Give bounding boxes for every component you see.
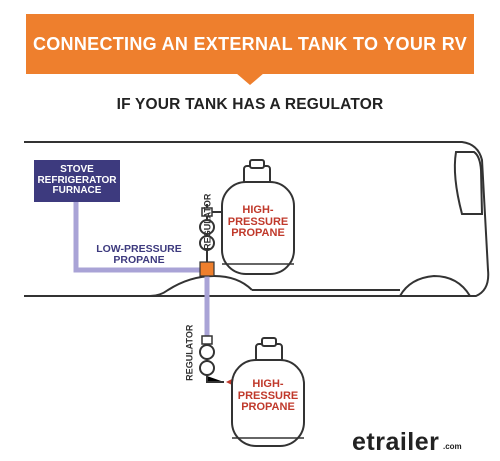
appliances-box: STOVE REFRIGERATOR FURNACE xyxy=(34,160,120,202)
regulator-upper xyxy=(199,204,224,262)
regulator-label-upper: REGULATOR xyxy=(202,193,213,250)
banner-title: CONNECTING AN EXTERNAL TANK TO YOUR RV xyxy=(26,14,474,74)
appliance-stove: STOVE xyxy=(60,164,94,176)
subtitle: IF YOUR TANK HAS A REGULATOR xyxy=(116,96,384,113)
high-pressure-label-upper: HIGH- PRESSURE PROPANE xyxy=(227,204,289,240)
propane-tank-lower xyxy=(231,337,305,447)
low-pressure-line xyxy=(73,202,204,273)
rear-wheel-arch xyxy=(149,274,253,297)
front-wheel-arch xyxy=(399,274,471,297)
regulator-label-lower: REGULATOR xyxy=(184,324,195,381)
appliance-furnace: FURNACE xyxy=(52,185,102,197)
regulator-lower xyxy=(199,335,224,383)
etrailer-logo: etrailer xyxy=(352,428,440,456)
high-pressure-label-lower: HIGH- PRESSURE PROPANE xyxy=(237,378,299,414)
propane-tank-upper xyxy=(221,159,295,275)
rv-outline xyxy=(24,141,490,297)
rv-windshield xyxy=(453,151,484,215)
etrailer-logo-suffix: .com xyxy=(443,442,462,451)
banner-pointer xyxy=(236,73,264,85)
appliance-refrigerator: REFRIGERATOR xyxy=(37,174,117,186)
low-pressure-label: LOW-PRESSURE PROPANE xyxy=(96,243,182,267)
